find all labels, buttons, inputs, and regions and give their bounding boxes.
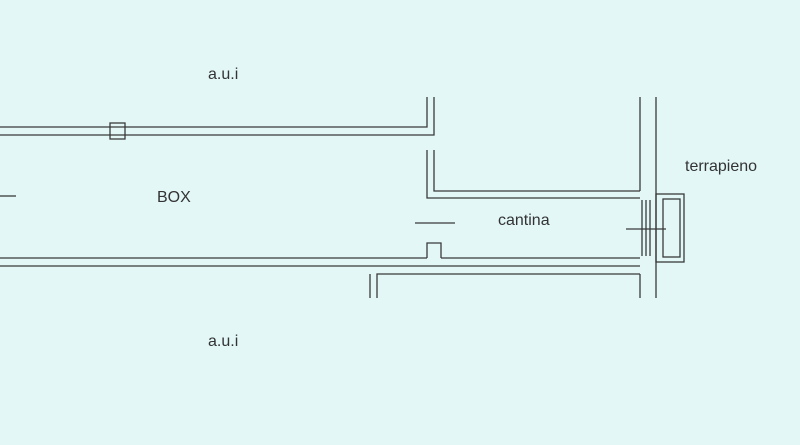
cantina-top-wall	[426, 150, 640, 199]
label-terrapieno: terrapieno	[685, 158, 758, 175]
label-box: BOX	[157, 189, 191, 206]
label-cantina: cantina	[498, 212, 550, 229]
wall-marker-square	[109, 122, 126, 140]
box-top-wall	[0, 97, 435, 136]
window-symbol	[626, 193, 685, 263]
label-aui-bottom: a.u.i	[208, 333, 239, 350]
label-aui-top: a.u.i	[208, 66, 239, 83]
right-wall	[639, 97, 657, 298]
bottom-wall	[0, 257, 640, 298]
door-opening	[415, 222, 455, 258]
